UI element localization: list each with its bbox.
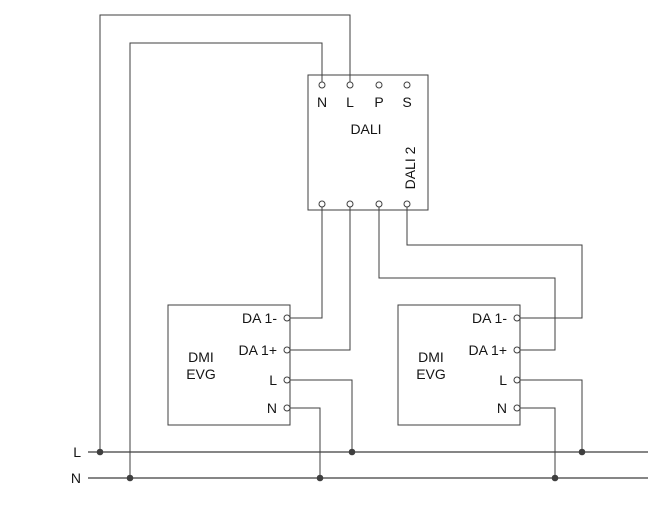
- wire-left-ballast-n: [287, 407, 321, 478]
- ballast-right-box: [397, 304, 521, 426]
- dali-terminal-1-bottom: [318, 200, 326, 208]
- left-ballast-terminal-n: [283, 404, 291, 412]
- dali-terminal-l-top: [346, 81, 354, 89]
- junction-dot: [348, 448, 356, 456]
- left-ballast-label-l: L: [269, 372, 277, 388]
- right-ballast-terminal-l: [513, 376, 521, 384]
- wire-right-ballast-n: [517, 407, 556, 478]
- left-ballast-name-line1: DMI: [188, 349, 214, 365]
- right-ballast-label-n: N: [497, 400, 507, 416]
- junction-dot: [96, 448, 104, 456]
- ballast-left-box: [167, 304, 291, 426]
- junction-dot: [551, 474, 559, 482]
- wire-n-feed-to-dali: [129, 42, 323, 478]
- left-ballast-terminal-da1-plus: [283, 346, 291, 354]
- right-ballast-label-da1-minus: DA 1-: [472, 310, 507, 326]
- dali-terminal-s-top: [403, 81, 411, 89]
- dali-terminal-n-top: [318, 81, 326, 89]
- left-ballast-terminal-da1-minus: [283, 314, 291, 322]
- dali-terminal-label-l: L: [346, 94, 354, 110]
- wire-dali2-plus-right-ballast: [378, 204, 556, 351]
- dali-controller-box: [307, 74, 429, 211]
- dali-terminal-p-top: [375, 81, 383, 89]
- left-ballast-name-line2: EVG: [186, 366, 216, 382]
- left-ballast-label-da1-minus: DA 1-: [242, 310, 277, 326]
- mains-l-label: L: [73, 444, 81, 460]
- right-ballast-name-line2: EVG: [416, 366, 446, 382]
- right-ballast-terminal-n: [513, 404, 521, 412]
- dali-terminal-label-s: S: [402, 94, 411, 110]
- dali2-channel-label: DALI 2: [402, 146, 418, 189]
- right-ballast-name-line1: DMI: [418, 349, 444, 365]
- dali-terminal-label-p: P: [374, 94, 383, 110]
- right-ballast-terminal-da1-minus: [513, 314, 521, 322]
- right-ballast-label-da1-plus: DA 1+: [468, 342, 507, 358]
- left-ballast-terminal-l: [283, 376, 291, 384]
- left-ballast-label-n: N: [267, 400, 277, 416]
- wire-dali1-plus-left-ballast: [287, 204, 351, 351]
- wire-dali2-minus-right-ballast: [406, 204, 583, 319]
- junction-dot: [316, 474, 324, 482]
- dali-terminal-4-bottom: [403, 200, 411, 208]
- mains-n-label: N: [71, 470, 81, 486]
- dali-unit-label: DALI: [350, 121, 381, 137]
- wire-dali1-minus-left-ballast: [287, 204, 323, 319]
- dali-terminal-3-bottom: [375, 200, 383, 208]
- junction-dot: [126, 474, 134, 482]
- junction-dot: [578, 448, 586, 456]
- right-ballast-label-l: L: [499, 372, 507, 388]
- wire-l-feed-to-dali: [99, 14, 351, 452]
- wire-left-ballast-l: [287, 379, 353, 452]
- right-ballast-terminal-da1-plus: [513, 346, 521, 354]
- wire-right-ballast-l: [517, 379, 583, 452]
- dali-terminal-label-n: N: [317, 94, 327, 110]
- dali-terminal-2-bottom: [346, 200, 354, 208]
- left-ballast-label-da1-plus: DA 1+: [238, 342, 277, 358]
